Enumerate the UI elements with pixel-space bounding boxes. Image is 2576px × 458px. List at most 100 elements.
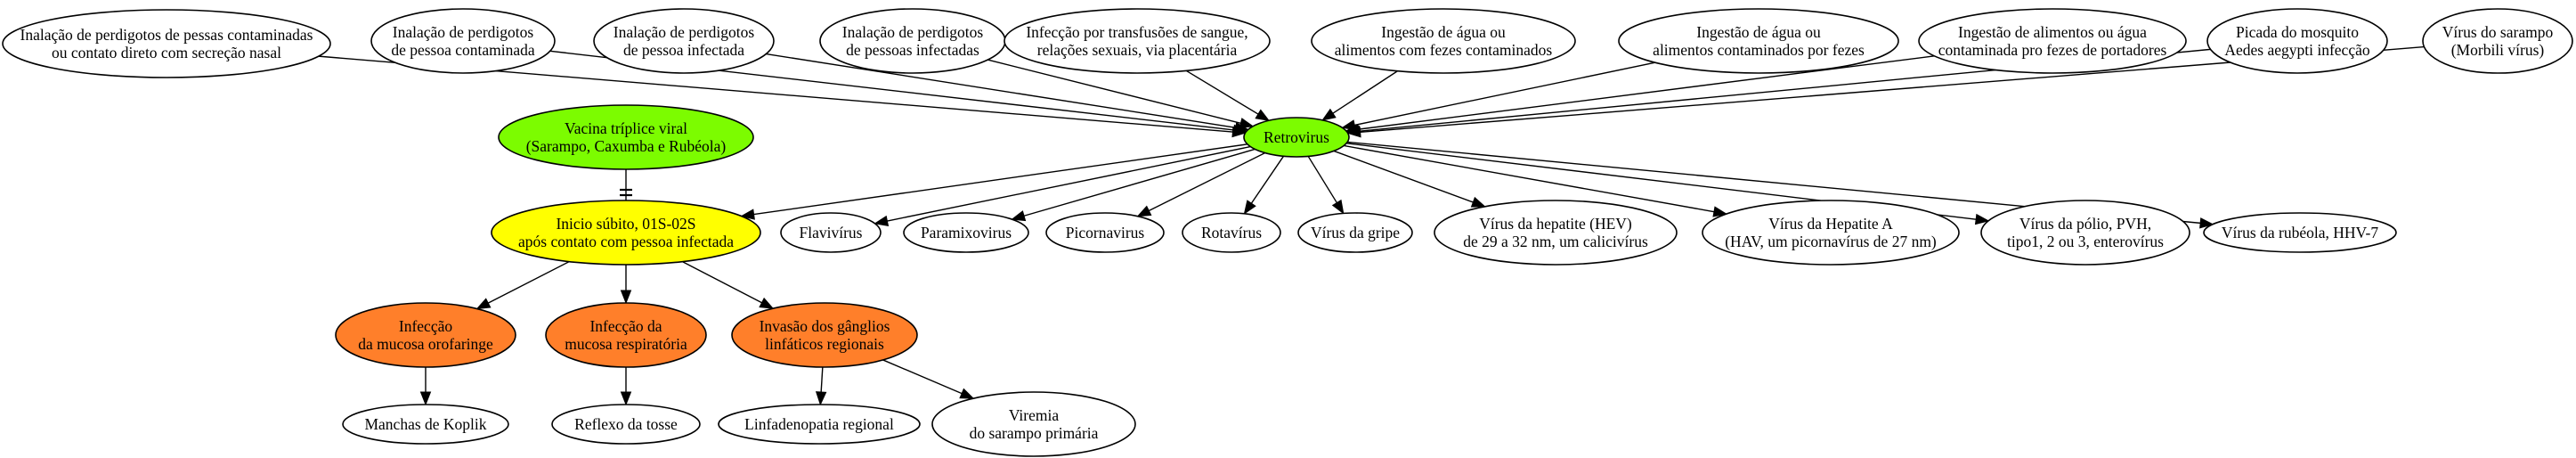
- node-gripe: Vírus da gripe: [1297, 212, 1413, 253]
- node-virus-sarampo: Vírus do sarampo(Morbili vírus): [2422, 8, 2573, 74]
- edge-retrovirus-to-inicio: [740, 143, 1247, 220]
- node-shape: [1434, 200, 1678, 266]
- node-label-line: Inalação de perdigotos: [842, 23, 984, 41]
- node-label-line: Vírus do sarampo: [2442, 23, 2554, 41]
- node-label-line: Picada do mosquito: [2236, 23, 2359, 41]
- node-tosse: Reflexo da tosse: [551, 404, 701, 445]
- node-label-line: Ingestão de água ou: [1381, 23, 1506, 41]
- node-koplik: Manchas de Koplik: [342, 404, 509, 445]
- node-shape: [545, 302, 707, 368]
- node-label-line: de 29 a 32 nm, um calicivírus: [1463, 233, 1648, 250]
- edge-vacina-to-inicio: [620, 169, 632, 200]
- node-transfusao: Infecção por transfusões de sangue,relaç…: [1004, 8, 1271, 74]
- node-shape: [2203, 212, 2397, 253]
- node-shape: [1980, 200, 2190, 266]
- node-label-line: após contato com pessoa infectada: [518, 233, 734, 250]
- node-label-line: tipo1, 2 ou 3, enterovírus: [2007, 233, 2164, 250]
- node-label-line: alimentos contaminados por fezes: [1653, 41, 1865, 59]
- edge-retrovirus-to-paramixovirus: [1011, 148, 1255, 222]
- node-shape: [2422, 8, 2573, 74]
- node-label-line: Inicio súbito, 01S-02S: [556, 215, 695, 233]
- edge-ganglios-to-viremia: [882, 359, 975, 399]
- edge-orofaringe-to-koplik: [419, 367, 432, 406]
- node-picornavirus: Picornavirus: [1045, 212, 1165, 253]
- node-shape: [1311, 8, 1576, 74]
- node-label-line: Inalação de perdigotos: [614, 23, 755, 41]
- node-label-line: Vírus da pólio, PVH,: [2019, 215, 2151, 233]
- node-label-line: do sarampo primária: [970, 424, 1099, 442]
- node-shape: [1618, 8, 1899, 74]
- node-label-line: Flavivírus: [800, 224, 863, 241]
- edge-inicio-to-respiratoria: [620, 265, 632, 305]
- node-label-line: Vírus da gripe: [1311, 224, 1400, 241]
- node-linfadenopatia: Linfadenopatia regional: [718, 404, 921, 445]
- node-shape: [498, 104, 754, 170]
- node-label-line: Picornavirus: [1066, 224, 1145, 241]
- node-shape: [342, 404, 509, 445]
- node-label-line: Vírus da Hepatite A: [1768, 215, 1893, 233]
- node-label-line: Vacina tríplice viral: [565, 119, 687, 137]
- node-label-line: Manchas de Koplik: [364, 415, 486, 433]
- node-label-line: (Sarampo, Caxumba e Rubéola): [526, 137, 727, 155]
- node-shape: [1702, 200, 1960, 266]
- node-label-line: de pessoas infectadas: [846, 41, 979, 59]
- node-label-line: Paramixovirus: [921, 224, 1012, 241]
- node-rotavirus: Rotavírus: [1182, 212, 1281, 253]
- node-label-line: Retrovirus: [1264, 128, 1329, 146]
- node-shape: [731, 302, 918, 368]
- node-label-line: da mucosa orofaringe: [358, 335, 493, 353]
- node-shape: [370, 8, 556, 74]
- edge-retrovirus-to-hepatite-e: [1333, 150, 1486, 208]
- node-label-line: Infecção: [399, 317, 452, 335]
- node-label-line: Rotavírus: [1201, 224, 1262, 241]
- node-label-line: (Morbili vírus): [2451, 41, 2545, 59]
- node-label-line: (HAV, um picornavírus de 27 nm): [1725, 233, 1937, 250]
- node-shape: [718, 404, 921, 445]
- node-shape: [2206, 8, 2388, 74]
- node-label-line: Invasão dos gânglios: [760, 317, 890, 335]
- node-label-line: Inalação de perdigotos: [393, 23, 534, 41]
- node-label-line: Ingestão de água ou: [1696, 23, 1821, 41]
- node-label-line: mucosa respiratória: [565, 335, 687, 353]
- node-shape: [1918, 8, 2187, 74]
- node-retrovirus: Retrovirus: [1243, 117, 1350, 158]
- node-polio: Vírus da pólio, PVH,tipo1, 2 ou 3, enter…: [1980, 200, 2190, 266]
- edge-retrovirus-to-hepatite-a: [1344, 144, 1728, 217]
- node-label-line: Vírus da rubéola, HHV-7: [2222, 224, 2379, 241]
- node-shape: [2, 9, 331, 78]
- node-label-line: de pessoa infectada: [623, 41, 744, 59]
- edge-respiratoria-to-tosse: [620, 367, 632, 406]
- node-label-line: Inalação de perdigotos de pessas contami…: [20, 26, 313, 44]
- node-label-line: Ingestão de alimentos ou água: [1958, 23, 2147, 41]
- node-shape: [1243, 117, 1350, 158]
- node-alimentos-agua: Ingestão de alimentos ou águacontaminada…: [1918, 8, 2187, 74]
- node-shape: [491, 200, 761, 266]
- edges-layer: [318, 45, 2425, 406]
- node-label-line: Infecção da: [589, 317, 662, 335]
- node-paramixovirus: Paramixovirus: [903, 212, 1029, 253]
- node-label-line: linfáticos regionais: [765, 335, 884, 353]
- node-label-line: Aedes aegypti infecção: [2224, 41, 2370, 59]
- node-shape: [931, 391, 1136, 457]
- node-perd-contam-secrecao: Inalação de perdigotos de pessas contami…: [2, 9, 331, 78]
- node-label-line: Linfadenopatia regional: [744, 415, 894, 433]
- edge-ganglios-to-linfadenopatia: [815, 366, 827, 406]
- node-shape: [1182, 212, 1281, 253]
- node-hepatite-a: Vírus da Hepatite A(HAV, um picornavírus…: [1702, 200, 1960, 266]
- node-shape: [551, 404, 701, 445]
- edge-inicio-to-ganglios: [682, 261, 775, 309]
- node-label-line: de pessoa contaminada: [391, 41, 535, 59]
- node-label-line: alimentos com fezes contaminados: [1335, 41, 1553, 59]
- edge-retrovirus-to-rotavirus: [1243, 155, 1285, 215]
- node-rubeola: Vírus da rubéola, HHV-7: [2203, 212, 2397, 253]
- edge-agua-fezes-to-retrovirus: [1321, 70, 1398, 121]
